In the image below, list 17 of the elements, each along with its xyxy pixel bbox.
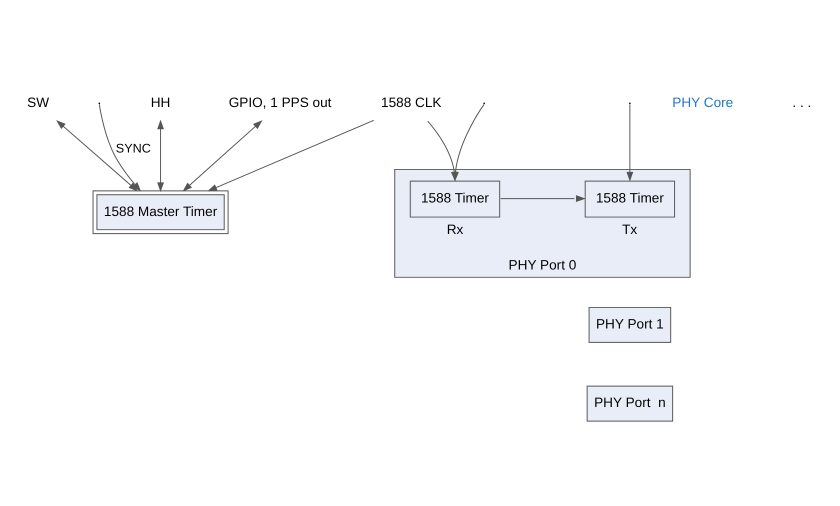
arrow bbox=[182, 120, 262, 192]
edge-label: SYNC bbox=[116, 140, 151, 155]
arrow bbox=[207, 119, 374, 191]
arrow bbox=[157, 119, 164, 192]
node-label: Rx bbox=[446, 221, 464, 236]
node-box: PHY Port n bbox=[586, 385, 674, 422]
arrow bbox=[500, 194, 586, 202]
label: PHY Core bbox=[672, 94, 734, 110]
node-label: Tx bbox=[622, 221, 638, 236]
node-text: SW bbox=[27, 94, 50, 110]
node-text: 1588 CLK bbox=[381, 94, 442, 110]
node-text: GPIO, 1 PPS out bbox=[228, 94, 332, 110]
node-text: HH bbox=[150, 94, 170, 110]
node-box: PHY Port 1 bbox=[588, 306, 672, 342]
node-box: 1588 Master Timer bbox=[92, 190, 229, 234]
label: . . . bbox=[792, 94, 812, 110]
arrow bbox=[626, 104, 634, 182]
